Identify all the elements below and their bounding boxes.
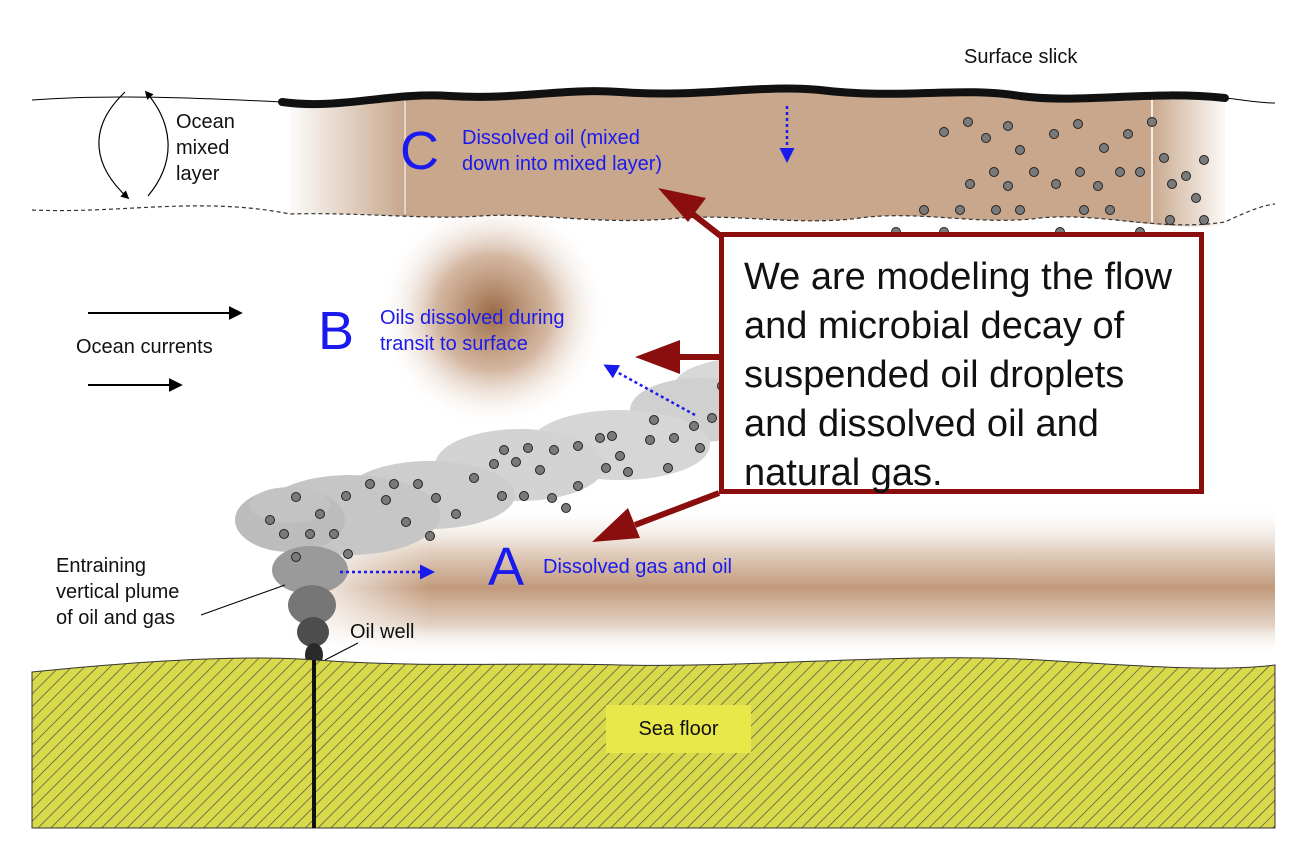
oil-droplet [965, 179, 975, 189]
oil-droplet [519, 491, 529, 501]
oil-droplet [431, 493, 441, 503]
zone-c-text: Dissolved oil (mixed down into mixed lay… [462, 127, 663, 175]
oil-droplet [315, 509, 325, 519]
oil-droplet [919, 205, 929, 215]
ocean-mixed-layer-label: Ocean mixed layer [176, 111, 235, 185]
sea-surface-line [31, 96, 283, 103]
oil-droplet [1079, 205, 1089, 215]
surface-droplets [891, 117, 1209, 237]
oil-droplet [939, 127, 949, 137]
oil-droplet [279, 529, 289, 539]
zone-b-letter: B [318, 301, 355, 361]
oil-droplet [523, 443, 533, 453]
oil-droplet [469, 473, 479, 483]
surface-slick [278, 84, 1229, 109]
oil-droplet [499, 445, 509, 455]
oil-droplet [1029, 167, 1039, 177]
oil-droplet [389, 479, 399, 489]
oil-droplet [1191, 193, 1201, 203]
oil-droplet [1199, 155, 1209, 165]
dissolved-layer-a [290, 505, 1275, 655]
oil-droplet [573, 481, 583, 491]
oil-droplet [1165, 215, 1175, 225]
oil-droplet [663, 463, 673, 473]
plume-droplets [265, 381, 735, 562]
oil-droplet [1123, 129, 1133, 139]
oil-droplet [1015, 145, 1025, 155]
callout-arrows [592, 188, 724, 542]
oil-droplet [963, 117, 973, 127]
oil-droplet [623, 467, 633, 477]
oil-droplet [401, 517, 411, 527]
oil-droplet [489, 459, 499, 469]
oil-droplet [1093, 181, 1103, 191]
modeling-callout: We are modeling the flow and microbial d… [719, 232, 1204, 494]
oil-droplet [1167, 179, 1177, 189]
oil-droplet [561, 503, 571, 513]
oil-droplet [595, 433, 605, 443]
oil-droplet [573, 441, 583, 451]
oil-droplet [413, 479, 423, 489]
oil-droplet [291, 492, 301, 502]
oil-droplet [695, 443, 705, 453]
oil-droplet [497, 491, 507, 501]
dissolution-arrow-b [603, 364, 696, 417]
surface-slick-label: Surface slick [964, 46, 1078, 68]
oil-droplet [601, 463, 611, 473]
oil-droplet [381, 495, 391, 505]
oil-droplet [1147, 117, 1157, 127]
oil-droplet [707, 413, 717, 423]
oil-droplet [1015, 205, 1025, 215]
oil-droplet [991, 205, 1001, 215]
oil-droplet [607, 431, 617, 441]
oil-well-label: Oil well [350, 621, 415, 643]
oil-droplet [535, 465, 545, 475]
oil-droplet [649, 415, 659, 425]
dissolved-cloud-b [378, 198, 608, 428]
oil-droplet [1159, 153, 1169, 163]
oil-droplet [645, 435, 655, 445]
oil-droplet [989, 167, 999, 177]
oil-droplet [1051, 179, 1061, 189]
oil-droplet [689, 421, 699, 431]
oil-droplet [1099, 143, 1109, 153]
oil-droplet [1115, 167, 1125, 177]
oil-droplet [343, 549, 353, 559]
oil-droplet [1199, 215, 1209, 225]
oil-droplet [1181, 171, 1191, 181]
oil-droplet [291, 552, 301, 562]
oil-droplet [1073, 119, 1083, 129]
oil-droplet [1003, 181, 1013, 191]
entraining-plume-label: Entraining vertical plume of oil and gas [56, 555, 180, 629]
oil-droplet [615, 451, 625, 461]
oil-droplet [1075, 167, 1085, 177]
oil-droplet [1135, 167, 1145, 177]
zone-b-text: Oils dissolved during transit to surface [380, 307, 565, 355]
oil-droplet [365, 479, 375, 489]
mixed-layer-boundary [31, 203, 1276, 226]
oil-droplet [549, 445, 559, 455]
oil-droplet [341, 491, 351, 501]
oil-droplet [425, 531, 435, 541]
zone-a-text: Dissolved gas and oil [543, 556, 732, 578]
zone-c-letter: C [400, 121, 439, 181]
oil-droplet [981, 133, 991, 143]
oil-droplet [1105, 205, 1115, 215]
oil-droplet [669, 433, 679, 443]
oil-droplet [1049, 129, 1059, 139]
oil-droplet [511, 457, 521, 467]
oil-droplet [547, 493, 557, 503]
oil-droplet [1003, 121, 1013, 131]
oil-droplet [305, 529, 315, 539]
oil-droplet [265, 515, 275, 525]
oil-droplet [955, 205, 965, 215]
sea-floor-label: Sea floor [606, 705, 751, 753]
oil-droplet [451, 509, 461, 519]
dissolved-layer-c [290, 88, 1225, 227]
ocean-currents-label: Ocean currents [76, 336, 213, 358]
zone-a-letter: A [488, 537, 525, 597]
oil-droplet [329, 529, 339, 539]
